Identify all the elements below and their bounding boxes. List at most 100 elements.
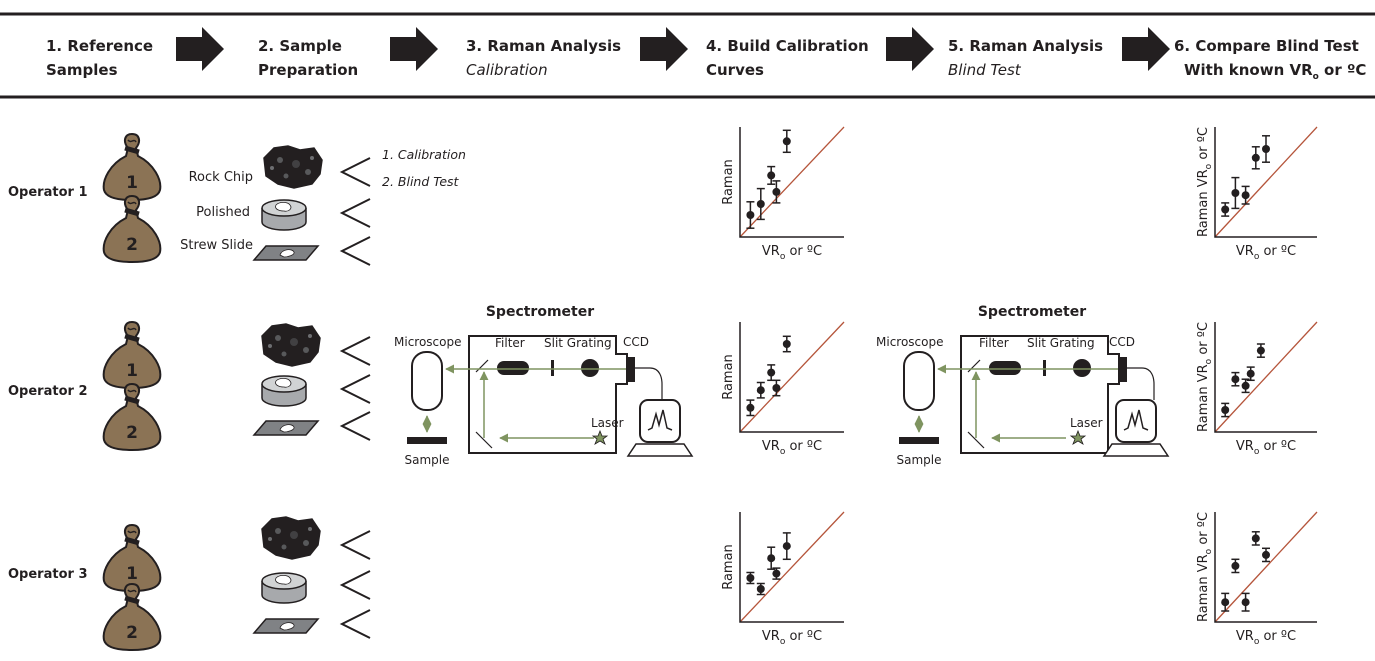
one-to-one-line [739, 511, 845, 623]
step-2-header: 2. Sample Preparation [258, 37, 358, 79]
data-point [1231, 561, 1240, 570]
data-point [746, 403, 755, 412]
rock-chip-label: Rock Chip [189, 170, 253, 185]
bag-number: 2 [126, 235, 138, 255]
strew-slide-label: Strew Slide [180, 238, 253, 253]
polished-label: Polished [196, 205, 250, 220]
step-6-header: 6. Compare Blind Test With known VRo or … [1174, 37, 1366, 82]
data-point [756, 200, 765, 208]
calibration-mode-label: 1. Calibration [382, 147, 466, 162]
mirror-icon [475, 431, 493, 449]
step-4-header: 4. Build Calibration Curves [706, 37, 869, 79]
step-6-subtitle-main: With known VR [1184, 61, 1313, 79]
step-arrow-5 [1122, 27, 1170, 71]
data-point [756, 585, 765, 593]
step-3-header: 3. Raman Analysis Calibration [466, 37, 621, 79]
y-axis-label-post: or ºC [1196, 512, 1211, 549]
microscope-label: Microscope [394, 335, 462, 349]
data-point [1221, 406, 1230, 414]
data-point [1221, 205, 1230, 214]
step-2-subtitle: Preparation [258, 61, 358, 79]
y-axis-label-main: Raman VR [1196, 554, 1211, 622]
x-axis-label: VRo or ºC [1236, 244, 1296, 262]
step-5-title: 5. Raman Analysis [948, 37, 1103, 55]
y-axis-label-sub: o [1204, 163, 1214, 169]
polished-section-icon [261, 375, 307, 407]
mirror-icon [967, 431, 985, 449]
data-point [1241, 598, 1250, 607]
y-axis-label-sub: o [1204, 548, 1214, 554]
y-axis-label-post: or ºC [1196, 322, 1211, 359]
spectrometer-calibration: Spectrometer Microscope Sample CCD Filte… [394, 304, 694, 467]
x-axis-label-main: VR [1236, 439, 1254, 454]
chart-axes [1214, 512, 1317, 623]
x-axis-label-main: VR [1236, 629, 1254, 644]
laser-label: Laser [1070, 416, 1103, 430]
x-axis-label-post: or ºC [785, 244, 822, 259]
bag-number: 1 [126, 564, 138, 584]
x-axis-label-main: VR [1236, 244, 1254, 259]
step-arrow-4 [886, 27, 934, 71]
chart-axes [1214, 322, 1317, 433]
rock-chip-icon [261, 323, 321, 367]
bag-op2-1: 1 [104, 322, 161, 388]
filter-label: Filter [495, 336, 525, 350]
bag-number: 1 [126, 173, 138, 193]
slit-icon [551, 360, 554, 376]
step-6-title: 6. Compare Blind Test [1174, 37, 1359, 55]
chart-axes [739, 127, 844, 238]
x-axis-label-sub: o [780, 637, 786, 647]
x-axis-label-sub: o [1254, 447, 1260, 457]
x-axis-label-sub: o [780, 252, 786, 262]
bag-number: 2 [126, 423, 138, 443]
microscope-icon [411, 351, 443, 411]
x-axis-label-post: or ºC [1259, 629, 1296, 644]
filter-icon [989, 361, 1021, 375]
bag-number: 1 [126, 361, 138, 381]
x-axis-label-post: or ºC [785, 439, 822, 454]
one-to-one-line [1214, 511, 1318, 623]
x-axis-label: VRo or ºC [1236, 439, 1296, 457]
data-point [782, 340, 791, 348]
spectrometer-housing [960, 335, 1120, 454]
data-point [767, 368, 776, 377]
grating-icon [1073, 359, 1091, 377]
chart-axes [739, 512, 844, 623]
ccd-icon [627, 357, 635, 382]
y-axis-label: Raman [721, 544, 736, 590]
monitor-icon [1102, 399, 1170, 457]
data-point [1251, 153, 1260, 162]
data-point [1241, 191, 1250, 200]
step-2-title: 2. Sample [258, 37, 342, 55]
y-axis-label-main: Raman VR [1196, 169, 1211, 237]
y-axis-label-main: Raman VR [1196, 364, 1211, 432]
x-axis-label-main: VR [762, 629, 780, 644]
bag-number: 2 [126, 623, 138, 643]
x-axis-label-sub: o [1254, 637, 1260, 647]
data-point [767, 554, 776, 563]
bag-op2-2: 2 [104, 384, 161, 450]
data-point [1231, 375, 1240, 384]
bag-op3-1: 1 [104, 525, 161, 591]
blind-test-mode-label: 2. Blind Test [382, 174, 460, 189]
one-to-one-line [739, 126, 845, 238]
sample-icon [407, 437, 447, 444]
x-axis-label-post: or ºC [1259, 439, 1296, 454]
data-point [756, 386, 765, 395]
sample-label: Sample [405, 453, 450, 467]
polished-section-icon [261, 572, 307, 604]
bag-op1-1: 1 [104, 134, 161, 200]
grating-icon [581, 359, 599, 377]
x-axis-label-sub: o [780, 447, 786, 457]
ccd-label: CCD [623, 335, 649, 349]
data-point [1221, 598, 1230, 607]
spectrometer-housing [468, 335, 628, 454]
sample-label: Sample [897, 453, 942, 467]
one-to-one-line [1214, 321, 1318, 433]
spectrometer-title: Spectrometer [978, 304, 1086, 320]
data-point [1251, 534, 1260, 543]
